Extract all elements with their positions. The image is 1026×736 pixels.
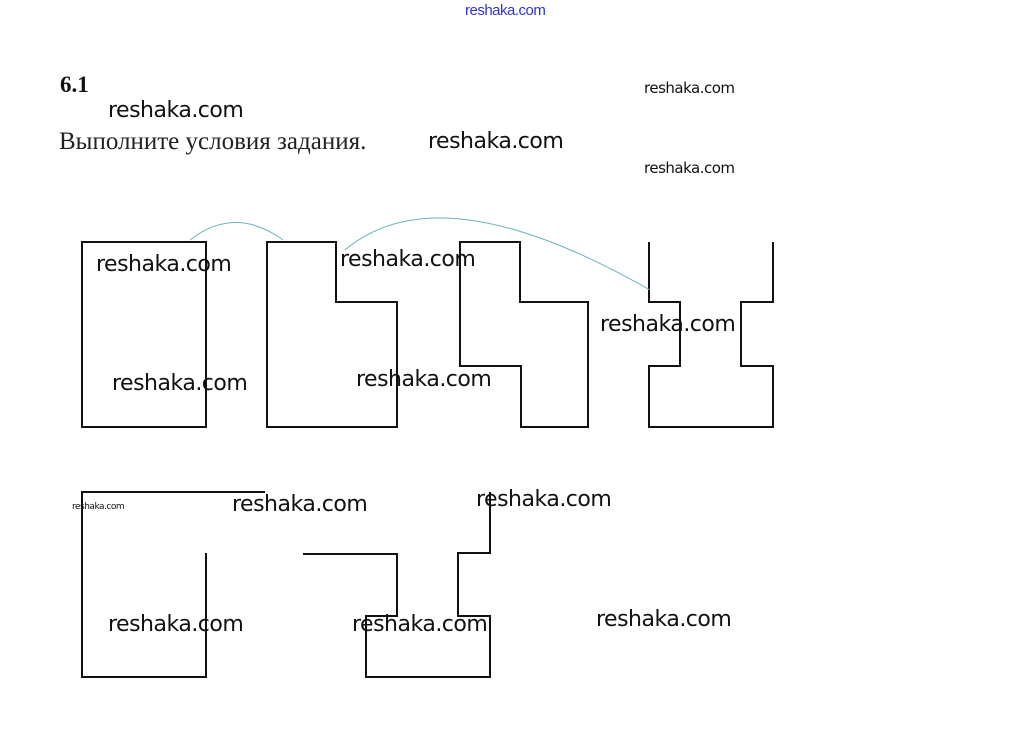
figure-step-shape [266,241,398,428]
watermark: reshaka.com [476,487,612,512]
watermark: reshaka.com [352,612,488,637]
figure-bottom-left-piece [81,491,265,678]
watermark: reshaka.com [596,607,732,632]
watermark: reshaka.com [96,252,232,277]
figure-rectangle [81,241,207,428]
connector-arc-2 [344,217,651,291]
watermark: reshaka.com [340,247,476,272]
watermark: reshaka.com [108,98,244,123]
figure-cross-shape [648,242,774,428]
site-link[interactable]: reshaka.com [465,2,546,19]
figure-bottom-middle-piece [303,492,491,678]
exercise-instruction: Выполните условия задания. [59,128,367,155]
exercise-number: 6.1 [60,72,89,97]
figure-zigzag-shape [459,241,589,428]
watermark: reshaka.com [356,367,492,392]
watermark: reshaka.com [644,79,735,97]
watermark: reshaka.com [232,492,368,517]
watermark: reshaka.com [112,371,248,396]
watermark: reshaka.com [644,159,735,177]
connector-arc-1 [189,222,284,241]
watermark: reshaka.com [108,612,244,637]
watermark: reshaka.com [600,312,736,337]
watermark: reshaka.com [72,502,125,512]
watermark: reshaka.com [428,129,564,154]
